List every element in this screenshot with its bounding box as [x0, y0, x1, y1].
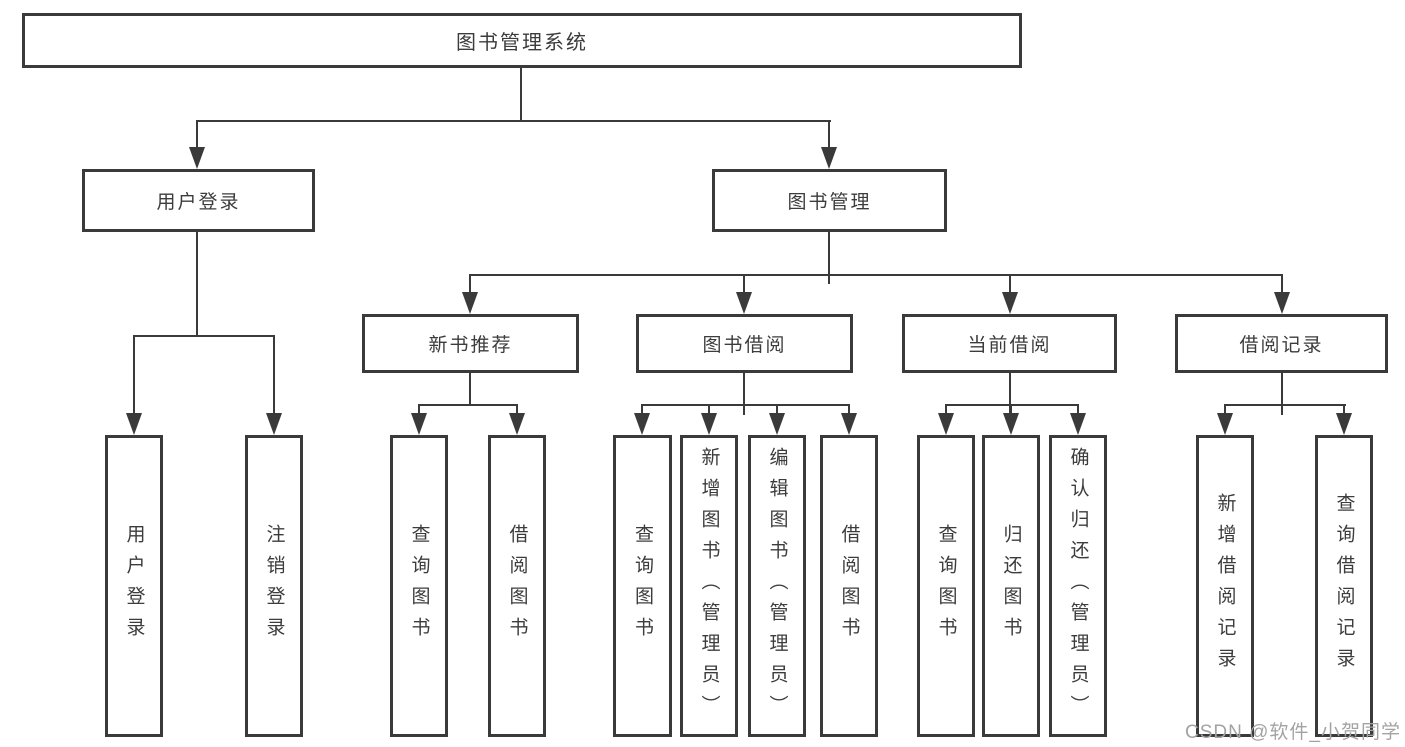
connector-book-mgmt-hbar [469, 274, 1283, 276]
connector-drop-current [1009, 274, 1011, 292]
connector-root-stem [520, 68, 522, 122]
leaf-label: 查询借阅记录 [1333, 493, 1355, 679]
connector-new-book-stem [469, 373, 471, 406]
arrowhead-leaf-login [126, 413, 142, 435]
node-new-book-recommend: 新书推荐 [362, 314, 579, 373]
connector-drop-book-mgmt [828, 120, 830, 147]
arrowhead [1003, 413, 1019, 435]
connector-drop-leaf-logout [273, 335, 275, 413]
node-label: 借阅记录 [1239, 335, 1324, 356]
connector-drop-user-login [196, 120, 198, 147]
leaf-label: 新增借阅记录 [1214, 493, 1236, 679]
connector-drop [776, 404, 778, 413]
node-user-login: 用户登录 [82, 169, 315, 232]
node-label: 当前借阅 [967, 335, 1052, 356]
leaf-label: 归还图书 [1000, 524, 1022, 648]
leaf-confirm-return-admin: 确认归还（管理员） [1049, 435, 1107, 737]
arrowhead-user-login [189, 147, 205, 169]
leaf-label: 查询图书 [632, 524, 653, 648]
connector-drop-borrow [743, 274, 745, 292]
leaf-query-books-1: 查询图书 [390, 435, 448, 737]
connector-drop [708, 404, 710, 413]
leaf-borrow-books-1: 借阅图书 [488, 435, 546, 737]
arrowhead [841, 413, 857, 435]
arrowhead [634, 413, 650, 435]
node-library-system: 图书管理系统 [22, 13, 1022, 68]
connector-records-hbar [1224, 404, 1346, 406]
connector-drop [1077, 404, 1079, 413]
node-book-management: 图书管理 [712, 169, 947, 232]
leaf-label: 注销登录 [263, 524, 285, 648]
leaf-label: 借阅图书 [506, 524, 528, 648]
connector-user-login-hbar [133, 335, 275, 337]
connector-drop [516, 404, 518, 413]
leaf-borrow-books-2: 借阅图书 [820, 435, 878, 737]
arrowhead-leaf-logout [266, 413, 282, 435]
connector-drop [641, 404, 643, 413]
watermark: CSDN @软件_小贺同学 [1185, 722, 1401, 743]
node-current-borrowing: 当前借阅 [902, 314, 1117, 373]
arrowhead [509, 413, 525, 435]
leaf-label: 新增图书（管理员） [698, 446, 720, 726]
node-label: 图书管理系统 [456, 32, 588, 54]
leaf-label: 编辑图书（管理员） [766, 446, 788, 726]
connector-drop [848, 404, 850, 413]
connector-records-stem [1281, 373, 1283, 415]
arrowhead-borrow [736, 292, 752, 314]
arrowhead [769, 413, 785, 435]
leaf-add-borrow-record: 新增借阅记录 [1196, 435, 1254, 737]
leaf-return-book: 归还图书 [982, 435, 1040, 737]
leaf-query-books-2: 查询图书 [613, 435, 672, 737]
connector-drop [1224, 404, 1226, 413]
leaf-logout: 注销登录 [245, 435, 303, 737]
node-label: 图书借阅 [702, 335, 787, 356]
arrowhead [701, 413, 717, 435]
leaf-label: 用户登录 [123, 524, 145, 648]
arrowhead [411, 413, 427, 435]
connector-drop-new-book [469, 274, 471, 292]
connector-drop [945, 404, 947, 413]
connector-drop-records [1281, 274, 1283, 292]
connector-root-hbar [196, 120, 831, 122]
leaf-query-borrow-record: 查询借阅记录 [1315, 435, 1373, 737]
arrowhead [938, 413, 954, 435]
connector-borrow-hbar [641, 404, 850, 406]
arrowhead-current [1002, 292, 1018, 314]
leaf-label: 确认归还（管理员） [1067, 446, 1089, 726]
connector-drop [1343, 404, 1345, 413]
node-book-borrowing: 图书借阅 [636, 314, 853, 373]
leaf-query-books-3: 查询图书 [917, 435, 975, 737]
node-borrow-records: 借阅记录 [1175, 314, 1388, 373]
connector-current-stem [1009, 373, 1011, 415]
connector-drop [418, 404, 420, 413]
leaf-label: 借阅图书 [838, 524, 860, 648]
node-label: 图书管理 [787, 192, 872, 213]
arrowhead-records [1274, 292, 1290, 314]
leaf-add-book-admin: 新增图书（管理员） [680, 435, 738, 737]
connector-new-book-hbar [418, 404, 518, 406]
connector-user-login-stem [196, 232, 198, 337]
node-label: 新书推荐 [428, 335, 513, 356]
leaf-edit-book-admin: 编辑图书（管理员） [748, 435, 806, 737]
connector-drop-leaf-login [133, 335, 135, 413]
connector-borrow-stem [743, 373, 745, 415]
arrowhead-new-book [462, 292, 478, 314]
connector-drop [1010, 404, 1012, 413]
leaf-label: 查询图书 [408, 524, 430, 648]
connector-current-hbar [945, 404, 1079, 406]
arrowhead [1336, 413, 1352, 435]
arrowhead-book-mgmt [821, 147, 837, 169]
leaf-label: 查询图书 [935, 524, 957, 648]
arrowhead [1217, 413, 1233, 435]
arrowhead [1070, 413, 1086, 435]
connector-book-mgmt-stem [828, 232, 830, 284]
node-label: 用户登录 [156, 192, 241, 213]
leaf-user-login: 用户登录 [105, 435, 163, 737]
